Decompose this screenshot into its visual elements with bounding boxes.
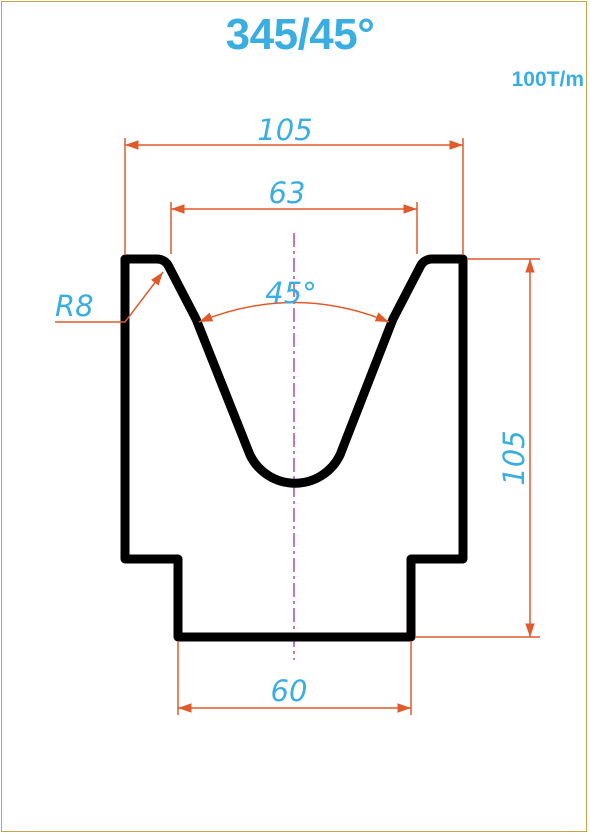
top-width-dimension: [124, 138, 464, 255]
radius-leader: [55, 271, 164, 323]
base-width-dimension: [177, 641, 412, 715]
capacity-label: 100T/m: [511, 68, 584, 91]
base-width-label: 60: [271, 674, 308, 708]
angle-arc: [198, 301, 390, 323]
height-dimension: [415, 258, 540, 638]
die-title: 345/45°: [225, 10, 375, 59]
top-width-label: 105: [257, 113, 312, 147]
radius-label: R8: [55, 289, 94, 323]
height-label: 105: [497, 430, 531, 485]
die-outline: [120, 254, 468, 642]
opening-width-label: 63: [269, 176, 306, 210]
angle-label: 45°: [265, 276, 316, 310]
opening-width-dimension: [170, 202, 418, 254]
